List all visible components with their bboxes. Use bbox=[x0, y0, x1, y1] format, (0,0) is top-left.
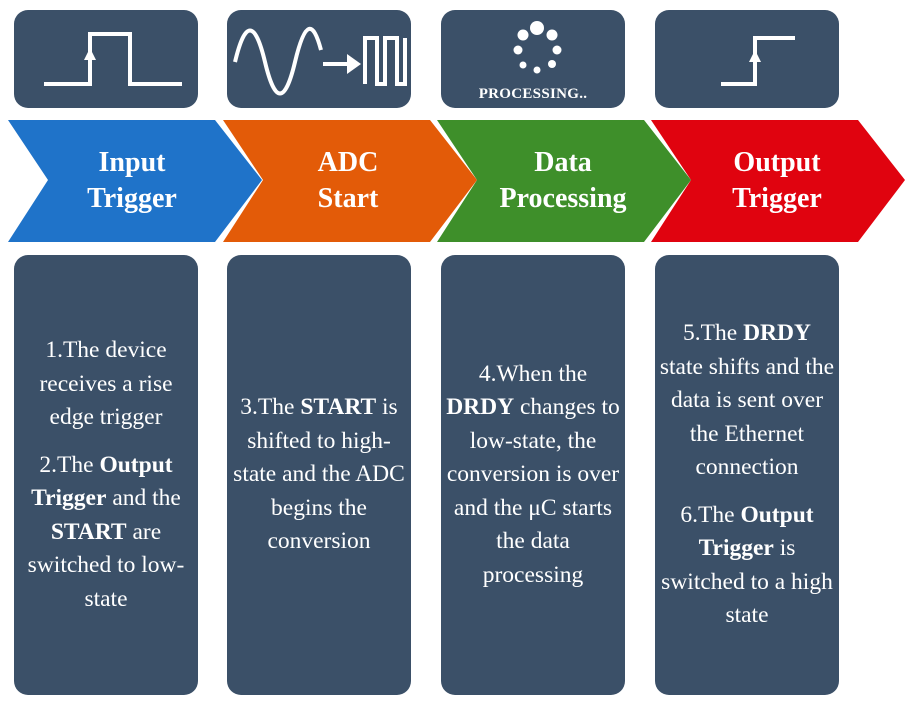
output-trigger-description: 5.The DRDY state shifts and the data is … bbox=[655, 317, 839, 633]
adc-start-arrow bbox=[223, 120, 477, 242]
output-trigger-arrow bbox=[651, 120, 905, 242]
input-trigger-description: 1.The device receives a rise edge trigge… bbox=[14, 334, 198, 616]
bold-term: DRDY bbox=[743, 320, 811, 347]
description-text: are switched to low-state bbox=[27, 518, 185, 612]
bold-term: START bbox=[300, 394, 377, 421]
input-trigger-description-box: 1.The device receives a rise edge trigge… bbox=[14, 255, 198, 695]
bold-term: DRDY bbox=[446, 394, 515, 421]
rising-pulse-icon bbox=[44, 32, 182, 86]
processing-label: PROCESSING.. bbox=[478, 86, 588, 102]
data-processing-arrow bbox=[437, 120, 691, 242]
process-arrows bbox=[8, 120, 905, 242]
description-paragraph: 4.When the DRDY changes to low-state, th… bbox=[445, 358, 621, 593]
data-processing-title: Data Processing bbox=[499, 147, 627, 214]
spinner-icon bbox=[513, 21, 562, 74]
adc-start-title: ADC Start bbox=[317, 147, 379, 214]
description-text: is switched to a high state bbox=[661, 535, 833, 629]
description-paragraph: 2.The Output Trigger and the START are s… bbox=[18, 449, 194, 617]
description-paragraph: 1.The device receives a rise edge trigge… bbox=[18, 334, 194, 435]
description-text: changes to low-state, the conversion is … bbox=[446, 394, 620, 588]
data-processing-description: 4.When the DRDY changes to low-state, th… bbox=[441, 358, 625, 593]
description-text: 3.The bbox=[240, 394, 301, 421]
rising-step-icon bbox=[721, 36, 795, 86]
description-text: 6.The bbox=[680, 501, 741, 528]
description-text: 2.The bbox=[39, 451, 100, 478]
data-processing-description-box: 4.When the DRDY changes to low-state, th… bbox=[441, 255, 625, 695]
description-text: 4.When the bbox=[478, 360, 588, 387]
description-text: 1.The device receives a rise edge trigge… bbox=[39, 337, 173, 430]
sine-to-square-icon bbox=[233, 27, 407, 96]
bold-term: START bbox=[50, 518, 127, 545]
description-text: 5.The bbox=[683, 320, 744, 347]
output-trigger-title: Output Trigger bbox=[732, 147, 822, 214]
description-paragraph: 6.The Output Trigger is switched to a hi… bbox=[659, 499, 835, 633]
output-trigger-description-box: 5.The DRDY state shifts and the data is … bbox=[655, 255, 839, 695]
adc-start-icon-box bbox=[227, 10, 411, 108]
data-processing-icon-box: PROCESSING.. bbox=[441, 10, 625, 108]
description-paragraph: 3.The START is shifted to high-state and… bbox=[231, 391, 407, 559]
description-text: and the bbox=[106, 485, 181, 511]
input-trigger-icon-box bbox=[14, 10, 198, 108]
description-text: is shifted to high-state and the ADC beg… bbox=[233, 394, 405, 555]
adc-start-description: 3.The START is shifted to high-state and… bbox=[227, 391, 411, 559]
bold-term: Output Trigger bbox=[698, 501, 814, 562]
input-trigger-arrow bbox=[8, 120, 262, 242]
adc-start-description-box: 3.The START is shifted to high-state and… bbox=[227, 255, 411, 695]
description-text: state shifts and the data is sent over t… bbox=[659, 353, 835, 481]
input-trigger-title: Input Trigger bbox=[87, 147, 177, 214]
description-paragraph: 5.The DRDY state shifts and the data is … bbox=[659, 317, 835, 485]
output-trigger-icon-box bbox=[655, 10, 839, 108]
bold-term: Output Trigger bbox=[31, 451, 173, 512]
